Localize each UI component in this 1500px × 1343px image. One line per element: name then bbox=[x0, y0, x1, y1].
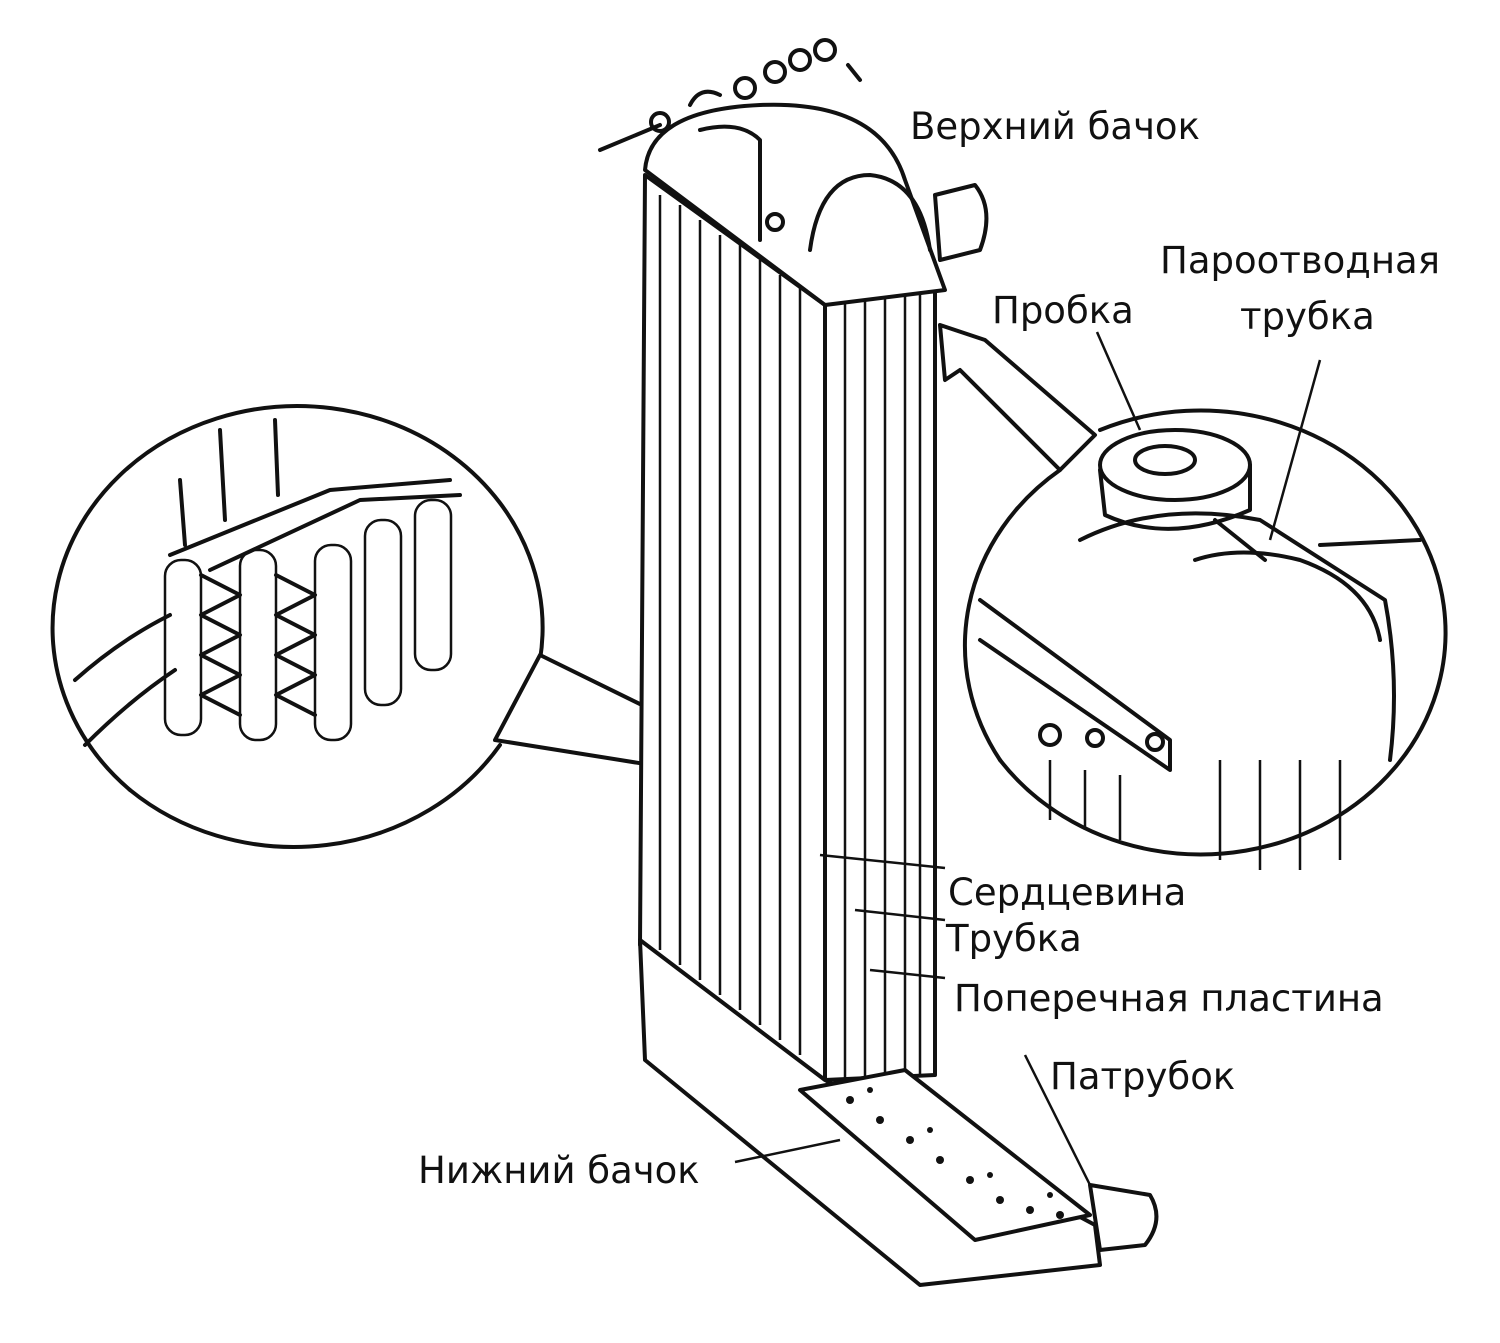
label-tube: Трубка bbox=[946, 917, 1082, 960]
label-upper-tank: Верхний бачок bbox=[910, 105, 1200, 148]
label-core: Сердцевина bbox=[948, 871, 1187, 914]
radiator-body bbox=[598, 38, 1159, 1287]
label-outlet-pipe: Патрубок bbox=[1050, 1055, 1236, 1098]
label-cross-plate: Поперечная пластина bbox=[954, 977, 1384, 1020]
label-steam-pipe-line1: Пароотводная bbox=[1160, 239, 1440, 282]
leader-lines bbox=[734, 331, 1322, 1186]
label-lower-tank: Нижний бачок bbox=[418, 1149, 700, 1192]
label-steam-pipe-line2: трубка bbox=[1240, 295, 1375, 338]
label-cap: Пробка bbox=[992, 289, 1134, 332]
cap-detail-callout bbox=[938, 323, 1448, 870]
